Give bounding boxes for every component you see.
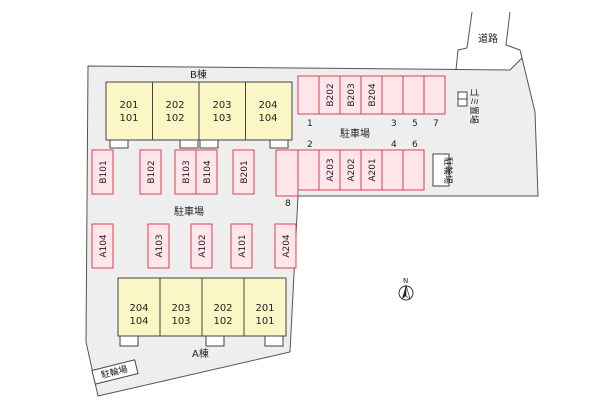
second-row-number-2: 2 (307, 140, 313, 150)
north-label: N (403, 277, 408, 285)
top-row-number-1: 1 (307, 119, 313, 129)
a-unit-1-top: 204 (129, 303, 148, 314)
bicycle-parking-label: 駐輪場 (442, 157, 454, 184)
parking-b102: B102 (147, 160, 157, 183)
b-unit-1-top: 201 (119, 100, 138, 111)
road-edge-left (455, 11, 473, 71)
parking-b204: B204 (368, 83, 378, 107)
parking-a101: A101 (238, 234, 248, 257)
second-row-parking (297, 149, 425, 191)
parking-b202: B202 (326, 83, 336, 106)
b-unit-1-bottom: 101 (119, 113, 138, 124)
bicycle-parking-bottom (91, 359, 139, 385)
parking-b101: B101 (99, 160, 109, 183)
parking-label-mid: 駐車場 (174, 205, 204, 218)
parking-a201: A201 (368, 158, 378, 181)
parking-a103: A103 (155, 234, 165, 257)
b-unit-3-top: 203 (212, 100, 231, 111)
b-unit-3-bottom: 103 (212, 113, 231, 124)
parking-a104: A104 (99, 234, 109, 258)
a-unit-3-top: 202 (213, 303, 232, 314)
parking-label-top: 駐車場 (340, 127, 370, 140)
b-unit-2-top: 202 (165, 100, 184, 111)
top-row-parking (297, 75, 446, 115)
parking-a203: A203 (326, 158, 336, 181)
a-row-parking (91, 223, 297, 269)
parking-a102: A102 (198, 234, 208, 257)
building-b (105, 81, 293, 149)
a-unit-1-bottom: 104 (129, 316, 148, 327)
b-row-parking (91, 149, 255, 195)
parking-a204: A204 (282, 234, 292, 258)
parking-b203: B203 (347, 83, 357, 106)
road-edge-right (505, 11, 523, 59)
a-unit-4-top: 201 (255, 303, 274, 314)
b-unit-2-bottom: 102 (165, 113, 184, 124)
parking-b201: B201 (240, 160, 250, 183)
b-unit-4-bottom: 104 (258, 113, 277, 124)
a-unit-2-bottom: 103 (171, 316, 190, 327)
a-unit-2-top: 203 (171, 303, 190, 314)
parking-space-8 (275, 149, 299, 197)
parking-space-8-number: 8 (285, 199, 291, 209)
b-unit-4-top: 204 (258, 100, 277, 111)
building-a (117, 277, 287, 347)
road-label: 道路 (478, 32, 498, 45)
second-row-number-4: 4 (391, 140, 397, 150)
parking-b104: B104 (203, 160, 213, 184)
a-unit-4-bottom: 101 (255, 316, 274, 327)
building-a-label: A棟 (192, 347, 209, 360)
top-row-number-5: 5 (412, 119, 418, 129)
north-arrow-icon (398, 284, 414, 301)
top-row-number-3: 3 (391, 119, 397, 129)
a-unit-3-bottom: 102 (213, 316, 232, 327)
top-row-number-7: 7 (433, 119, 439, 129)
garbage-label: ゴミ置場 (468, 88, 480, 124)
second-row-number-6: 6 (412, 140, 418, 150)
bicycle-parking-right (432, 153, 450, 187)
parking-a202: A202 (347, 158, 357, 181)
parking-b103: B103 (182, 160, 192, 183)
building-b-label: B棟 (190, 68, 207, 81)
